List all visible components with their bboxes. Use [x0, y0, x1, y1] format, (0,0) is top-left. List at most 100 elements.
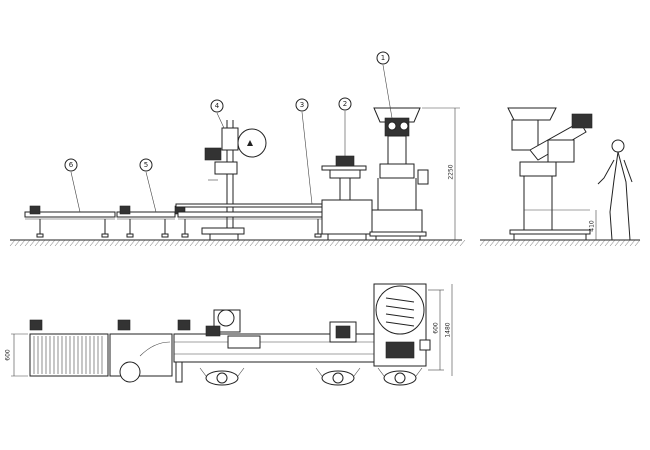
floor-hatch-line	[229, 239, 236, 247]
floor-hatch-line	[99, 239, 106, 247]
floor-hatch-line	[609, 239, 616, 247]
operator-figure	[597, 139, 633, 241]
floor-hatch-line	[69, 239, 76, 247]
floor-hatch-line	[314, 239, 321, 247]
floor-hatch-line	[219, 239, 226, 247]
dimension-hopper-label: 600	[433, 322, 440, 334]
floor-hatch-line	[374, 239, 381, 247]
floor-hatch-line	[44, 239, 51, 247]
floor-hatch-line	[579, 239, 586, 247]
floor-hatch-line	[254, 239, 261, 247]
floor-hatch-line	[419, 239, 426, 247]
operators-plan	[199, 367, 423, 386]
floor-hatch-line	[564, 239, 571, 247]
floor-hatch-line	[554, 239, 561, 247]
floor-hatch-line	[159, 239, 166, 247]
floor-hatch-line	[149, 239, 156, 247]
floor-hatch-line	[284, 239, 291, 247]
operator-plan-1	[199, 367, 245, 386]
floor-hatch-line	[109, 239, 116, 247]
callout-1: 1	[381, 54, 385, 62]
floor-hatch-line	[54, 239, 61, 247]
floor-hatch-line	[124, 239, 131, 247]
floor-hatch-line	[184, 239, 191, 247]
floor-hatch-line	[64, 239, 71, 247]
floor-hatch-line	[524, 239, 531, 247]
floor-side	[479, 239, 641, 247]
dimension-height-label: 2250	[448, 164, 455, 179]
floor-hatch-line	[134, 239, 141, 247]
floor-hatch-line	[19, 239, 26, 247]
callout-3: 3	[300, 101, 304, 109]
floor-hatch-line	[574, 239, 581, 247]
bag-closer-4-plan	[205, 309, 261, 349]
dimension-platform-label: 410	[589, 220, 596, 232]
floor-hatch-line	[164, 239, 171, 247]
callout-6: 6	[69, 161, 74, 169]
floor-hatch-line	[444, 239, 451, 247]
floor-hatch-line	[384, 239, 391, 247]
floor-hatch-line	[234, 239, 241, 247]
floor-hatch-line	[559, 239, 566, 247]
floor-hatch-line	[244, 239, 251, 247]
floor-hatch-line	[139, 239, 146, 247]
floor-hatch-line	[319, 239, 326, 247]
floor-hatch-line	[214, 239, 221, 247]
callout-4: 4	[215, 102, 220, 110]
floor-hatch-line	[289, 239, 296, 247]
conveyor-6-side	[24, 205, 116, 238]
floor-hatch-line	[584, 239, 591, 247]
floor-hatch-line	[529, 239, 536, 247]
floor-hatch-line	[9, 239, 16, 247]
callout-5: 5	[144, 161, 148, 169]
floor-hatch-line	[74, 239, 81, 247]
floor-hatch-line	[499, 239, 506, 247]
floor-hatch-line	[624, 239, 631, 247]
floor-hatch-line	[199, 239, 206, 247]
floor-hatch-line	[389, 239, 396, 247]
floor-hatch-line	[459, 239, 466, 247]
floor-hatch-line	[604, 239, 611, 247]
floor-hatch-line	[349, 239, 356, 247]
floor-hatch-line	[364, 239, 371, 247]
dimension-height: 2250	[422, 107, 460, 240]
floor-hatch-line	[279, 239, 286, 247]
floor-hatch-line	[224, 239, 231, 247]
floor-hatch-line	[534, 239, 541, 247]
floor-hatch-line	[49, 239, 56, 247]
floor-hatch-line	[344, 239, 351, 247]
floor-hatch-line	[339, 239, 346, 247]
filling-machine-1-plan	[373, 283, 431, 367]
floor-hatch-line	[329, 239, 336, 247]
operator-plan-2	[315, 367, 361, 386]
floor-hatch-line	[434, 239, 441, 247]
floor-hatch-line	[424, 239, 431, 247]
conveyor-3-side	[174, 203, 329, 238]
floor-hatch-line	[304, 239, 311, 247]
floor-hatch-line	[324, 239, 331, 247]
floor-hatch-line	[264, 239, 271, 247]
floor-hatch-line	[154, 239, 161, 247]
floor-hatch-line	[239, 239, 246, 247]
floor-hatch-line	[599, 239, 606, 247]
plan-view: 600	[5, 283, 453, 386]
side-elevation-view: 2250 410	[9, 51, 641, 247]
filling-machine-1-side	[369, 107, 429, 240]
conveyor-5-side	[116, 205, 176, 238]
bag-holder-2-plan	[329, 321, 357, 343]
dimension-depth-label: 1480	[445, 322, 452, 337]
floor-hatch-line	[509, 239, 516, 247]
floor-hatch-line	[429, 239, 436, 247]
conveyor-5-plan	[109, 319, 173, 383]
floor-hatch-line	[504, 239, 511, 247]
bag-holder-2-side	[321, 155, 373, 240]
roller-conveyor-plan	[29, 319, 109, 377]
floor-hatch-line	[634, 239, 641, 247]
floor-hatch-line	[409, 239, 416, 247]
floor-hatch-line	[94, 239, 101, 247]
floor-hatch-line	[259, 239, 266, 247]
floor-hatch-line	[594, 239, 601, 247]
bag-closer-4-side	[201, 120, 267, 240]
floor-hatch-line	[489, 239, 496, 247]
